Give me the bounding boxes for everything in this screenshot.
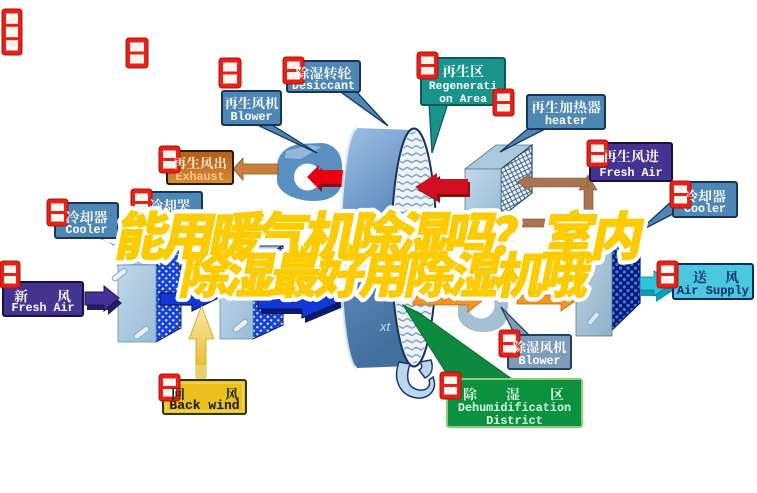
svg-text:Regenerati: Regenerati <box>429 81 498 93</box>
svg-text:Back wind: Back wind <box>169 398 239 413</box>
svg-text:Blower: Blower <box>518 354 560 368</box>
svg-text:Cooler: Cooler <box>65 223 107 237</box>
svg-text:Exhaust: Exhaust <box>175 170 224 184</box>
svg-text:xt: xt <box>379 319 392 334</box>
svg-text:Fresh Air: Fresh Air <box>599 166 662 180</box>
svg-text:District: District <box>486 414 543 428</box>
svg-text:Desiccant: Desiccant <box>292 79 355 93</box>
svg-text:Cooler: Cooler <box>684 202 726 216</box>
svg-text:heater: heater <box>545 114 587 128</box>
svg-text:Dehumidification: Dehumidification <box>458 401 571 415</box>
svg-text:on Area: on Area <box>439 94 487 106</box>
svg-text:Blower: Blower <box>230 110 272 124</box>
svg-text:Air Supply: Air Supply <box>677 284 749 298</box>
svg-text:Fresh Air: Fresh Air <box>11 301 74 315</box>
